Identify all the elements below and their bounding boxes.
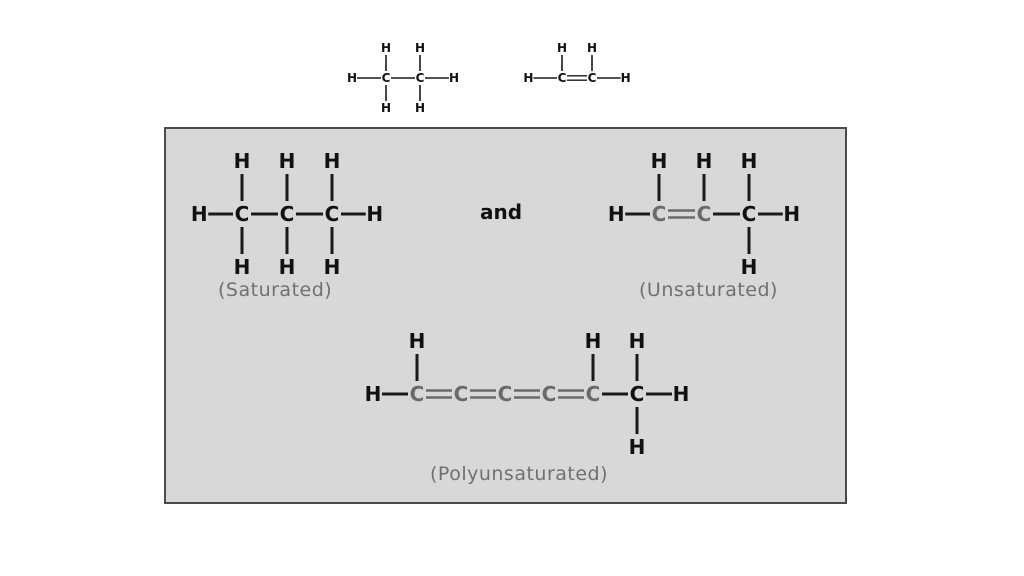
ethane-h-top-1: H bbox=[381, 41, 391, 55]
unsaturated-h-right: H bbox=[783, 202, 800, 226]
and-connector: and bbox=[480, 200, 523, 224]
ethane-h-bottom-1: H bbox=[381, 101, 391, 115]
unsaturated-label: (Unsaturated) bbox=[639, 279, 778, 301]
unsaturated-carbon-2: C bbox=[697, 202, 712, 226]
saturated-carbon-3: C bbox=[325, 202, 340, 226]
ethane-carbon-1: C bbox=[382, 71, 391, 85]
ethane-carbon-2: C bbox=[416, 71, 425, 85]
unsaturated-h-top-1: H bbox=[651, 149, 668, 173]
polyunsaturated-carbon-4: C bbox=[542, 382, 557, 406]
polyunsaturated-h-top-6: H bbox=[629, 329, 646, 353]
ethene-h-top-2: H bbox=[587, 41, 597, 55]
saturated-label: (Saturated) bbox=[218, 279, 333, 301]
saturated-h-bottom-1: H bbox=[234, 255, 251, 279]
unsaturated-h-bottom-3: H bbox=[741, 255, 758, 279]
polyunsaturated-carbon-2: C bbox=[454, 382, 469, 406]
hydrocarbon-panel bbox=[164, 127, 847, 504]
polyunsaturated-h-left: H bbox=[365, 382, 382, 406]
ethane-h-bottom-2: H bbox=[415, 101, 425, 115]
saturated-carbon-1: C bbox=[235, 202, 250, 226]
saturated-h-top-1: H bbox=[234, 149, 251, 173]
ethene-h-top-1: H bbox=[557, 41, 567, 55]
unsaturated-h-left: H bbox=[608, 202, 625, 226]
polyunsaturated-h-right: H bbox=[673, 382, 690, 406]
unsaturated-h-top-2: H bbox=[696, 149, 713, 173]
polyunsaturated-carbon-1: C bbox=[410, 382, 425, 406]
saturated-h-left: H bbox=[191, 202, 208, 226]
polyunsaturated-carbon-6: C bbox=[630, 382, 645, 406]
polyunsaturated-h-top-5: H bbox=[585, 329, 602, 353]
polyunsaturated-h-top-1: H bbox=[409, 329, 426, 353]
saturated-h-top-2: H bbox=[279, 149, 296, 173]
ethane-h-right: H bbox=[449, 71, 459, 85]
ethene-carbon-2: C bbox=[588, 71, 597, 85]
polyunsaturated-carbon-5: C bbox=[586, 382, 601, 406]
saturated-h-bottom-3: H bbox=[324, 255, 341, 279]
saturated-h-top-3: H bbox=[324, 149, 341, 173]
ethane-h-top-2: H bbox=[415, 41, 425, 55]
ethene-h-left: H bbox=[523, 71, 533, 85]
ethene-h-right: H bbox=[621, 71, 631, 85]
unsaturated-carbon-3: C bbox=[742, 202, 757, 226]
saturated-h-bottom-2: H bbox=[279, 255, 296, 279]
saturated-carbon-2: C bbox=[280, 202, 295, 226]
ethane-h-left: H bbox=[347, 71, 357, 85]
polyunsaturated-label: (Polyunsaturated) bbox=[430, 463, 609, 485]
ethene-carbon-1: C bbox=[558, 71, 567, 85]
saturated-h-right: H bbox=[366, 202, 383, 226]
polyunsaturated-h-bottom-6: H bbox=[629, 435, 646, 459]
unsaturated-h-top-3: H bbox=[741, 149, 758, 173]
unsaturated-carbon-1: C bbox=[652, 202, 667, 226]
polyunsaturated-carbon-3: C bbox=[498, 382, 513, 406]
